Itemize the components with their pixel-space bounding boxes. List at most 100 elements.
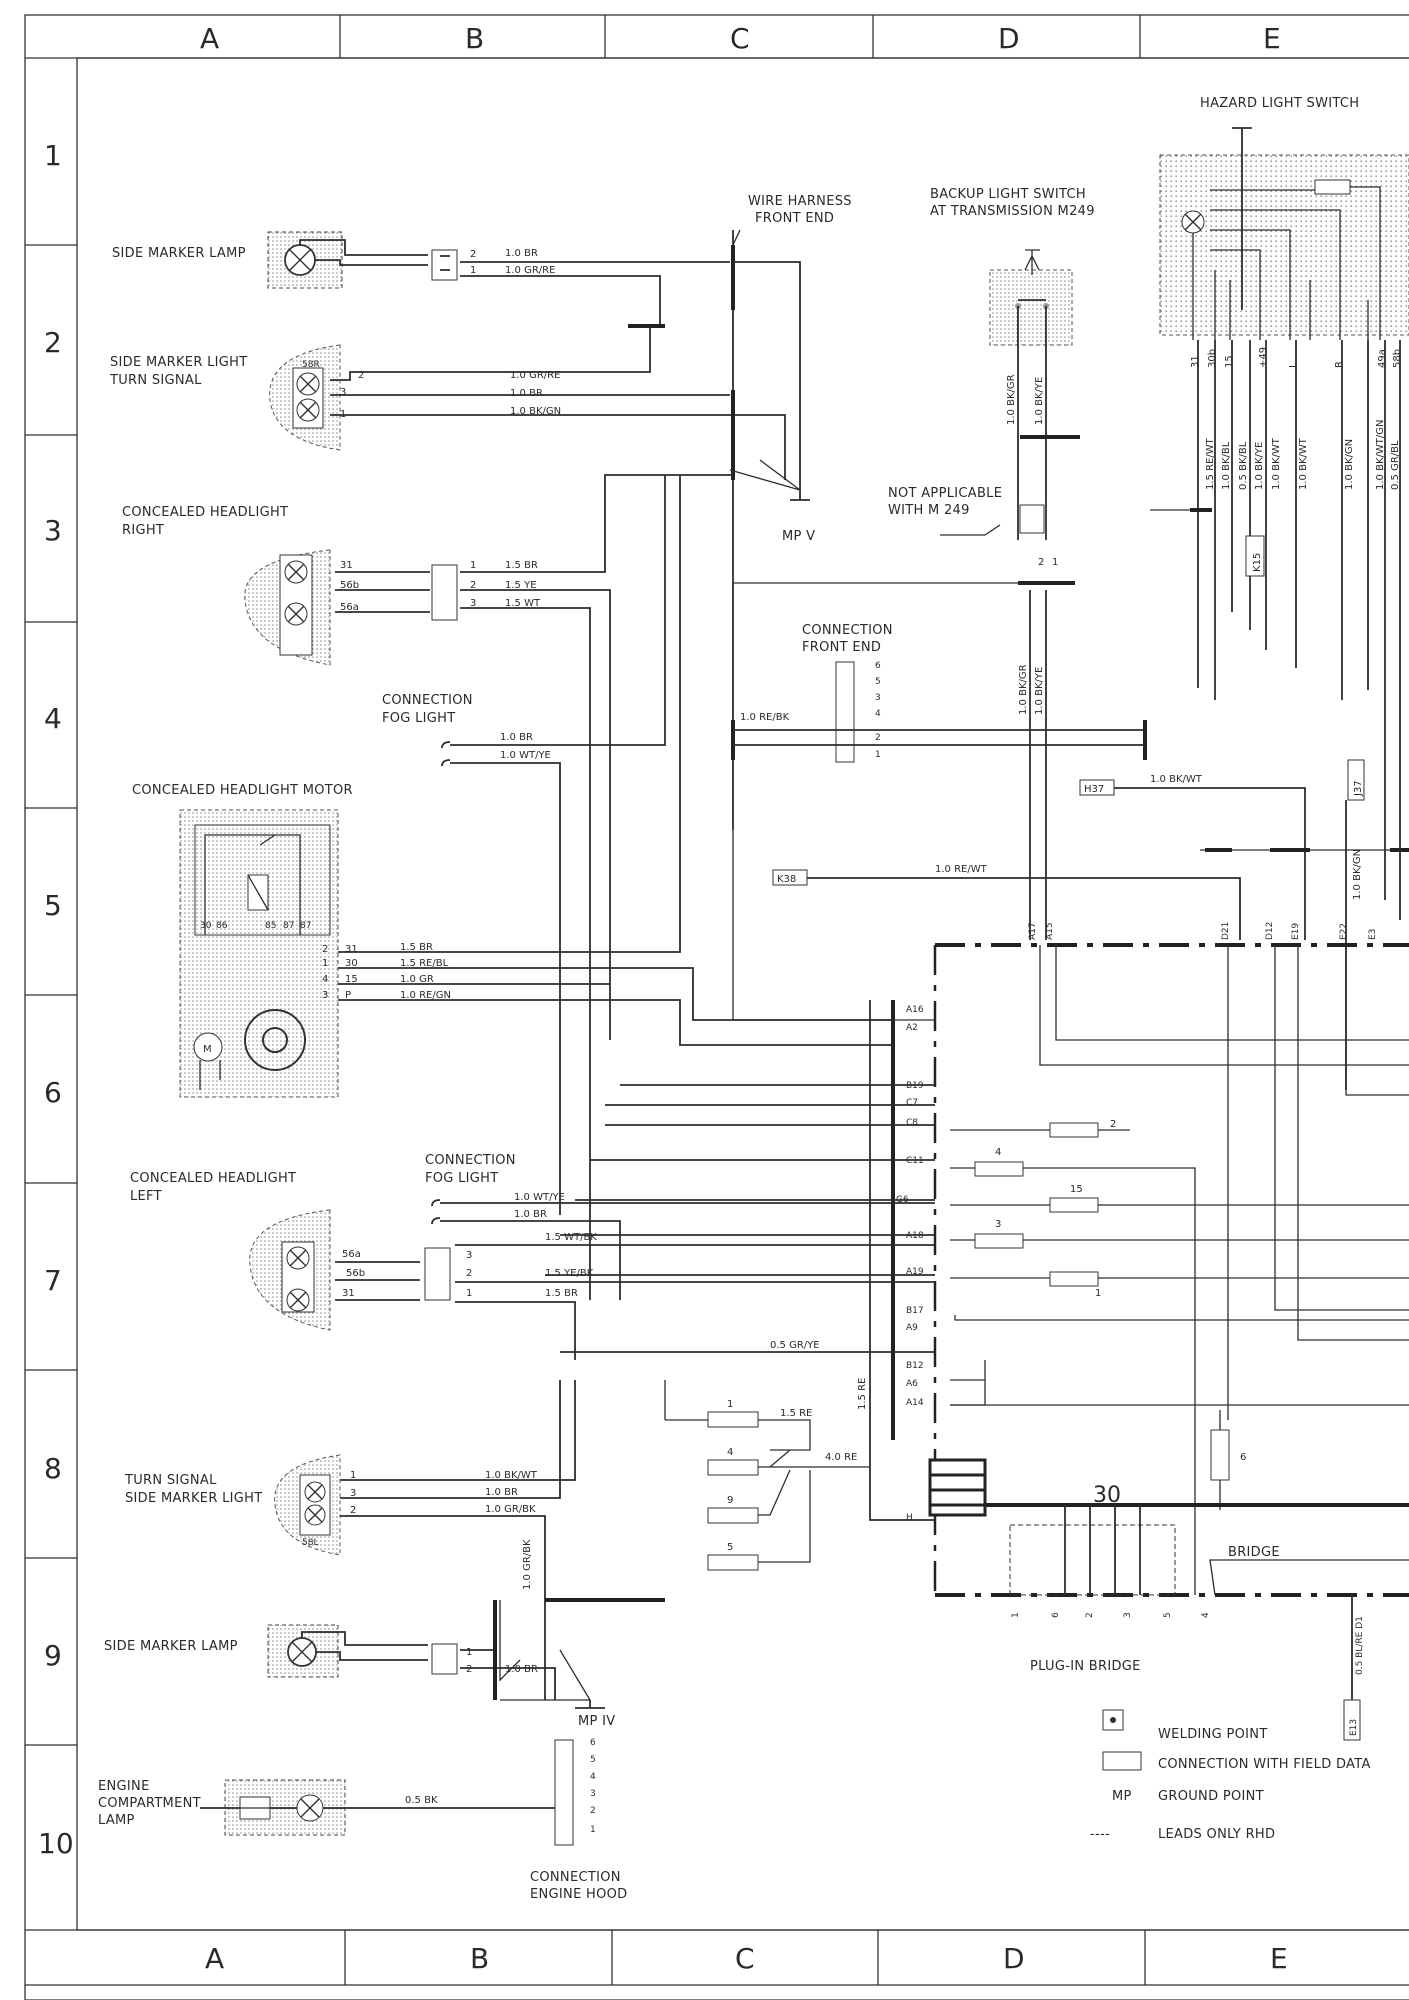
svg-text:M: M	[203, 1044, 212, 1055]
pin-label: 2	[466, 1664, 472, 1675]
wire-label: 1.5 RE/BL	[400, 958, 449, 969]
pin-label: 86	[216, 921, 228, 931]
row-label: 2	[44, 326, 62, 359]
pin-label: E22	[1339, 923, 1349, 940]
central-board-top-pins: A17 A15 D21 D12 E19 E22 E3	[1028, 922, 1378, 940]
wire-label: 1.5 RE/WT	[1205, 437, 1216, 490]
side-marker-lamp-bottom: 1 2 1.0 BR	[267, 1624, 538, 1678]
row-label: 3	[44, 514, 62, 547]
connection-engine-hood: 6 5 4 3 2 1	[554, 1738, 596, 1846]
pin-label: 87	[283, 921, 294, 931]
wire-label: 4.0 RE	[825, 1452, 857, 1463]
hazard-wires: 1.5 RE/WT 1.0 BK/BL 0.5 BK/BL 1.0 BK/YE …	[1150, 340, 1401, 920]
row-label: 5	[44, 889, 62, 922]
wire-label: 1.0 BR	[500, 732, 533, 743]
pin-label: 1	[470, 560, 476, 571]
connection-fog-light-bottom: 1.0 WT/YE 1.0 BR	[431, 1192, 565, 1225]
pin-label: 1	[322, 958, 328, 969]
pin-label: 5	[590, 1755, 596, 1765]
pin-label: 1	[466, 1288, 472, 1299]
wire-label: 1.0 BK/GN	[1352, 849, 1363, 900]
col-label: E	[1263, 22, 1281, 55]
wire-label: 1.0 BR	[505, 248, 538, 259]
pin-label: 31	[342, 1288, 355, 1299]
fuse-number: 9	[727, 1495, 733, 1506]
col-label: C	[730, 22, 750, 55]
pin-label: A9	[906, 1323, 918, 1333]
connector-smr-top: 2 1 1.0 BR 1.0 GR/RE	[431, 248, 555, 281]
legend-connection: CONNECTION WITH FIELD DATA	[1158, 1757, 1371, 1772]
label-connection-hood: CONNECTION	[530, 1870, 621, 1885]
pin-label: A2	[906, 1023, 918, 1033]
wire	[450, 762, 561, 1215]
legend: WELDING POINT CONNECTION WITH FIELD DATA…	[1090, 1709, 1371, 1842]
label-headlight-motor: CONCEALED HEADLIGHT MOTOR	[132, 783, 353, 798]
label-with-m249: WITH M 249	[888, 503, 970, 518]
label-connection-fog-bottom: CONNECTION	[425, 1153, 516, 1168]
pin-label: R	[1334, 361, 1345, 368]
col-label: B	[465, 22, 484, 55]
fuse-stack-left: 1 4 9 5 1.5 RE 4.0 RE 1.5 RE	[664, 1378, 870, 1571]
label-connection-fog: CONNECTION	[382, 693, 473, 708]
wire-label: 1.0 GR/BK	[522, 1539, 533, 1590]
col-label: A	[200, 22, 219, 55]
central-board-left-pins: A16 A2 B19 C7 C8 C11 G6 A18 A19 B17 A9 B…	[896, 1005, 924, 1523]
pin-label: 15	[1224, 355, 1235, 368]
pin-label: 56a	[342, 1249, 361, 1260]
pin-label: 4	[1201, 1612, 1211, 1618]
concealed-headlight-left: 56a 56b 31	[249, 1209, 365, 1331]
wire-1-0-gr-re	[460, 275, 661, 326]
hazard-pins: 31 30b 15 +49 L R 49a 58b	[1190, 347, 1403, 368]
wire-label: 1.5 BR	[505, 560, 538, 571]
pin-label: 3	[322, 990, 328, 1001]
pin-label: A6	[906, 1379, 918, 1389]
pin-label: 3	[470, 598, 476, 609]
pin-label: 15	[345, 974, 358, 985]
fuse-number: 3	[995, 1219, 1001, 1230]
pin-label: 6	[875, 661, 881, 671]
wire-label: 0.5 GR/BL	[1390, 440, 1401, 490]
pin-label: +49	[1258, 347, 1269, 368]
wire-label: 1.0 RE/GN	[400, 990, 451, 1001]
label-mp-v: MP V	[782, 529, 815, 544]
pin-label: 2	[322, 944, 328, 955]
wire	[460, 474, 733, 573]
wire-label: 1.0 RE/WT	[935, 864, 988, 875]
label-headlight-left-side: LEFT	[130, 1189, 162, 1204]
wire-label: 1.0 BR	[505, 1664, 538, 1675]
wire	[455, 1301, 576, 1360]
wire-label: 1.0 BK/YE	[1254, 442, 1265, 490]
label-wire-harness: WIRE HARNESS	[748, 194, 852, 209]
label-lamp: LAMP	[98, 1813, 135, 1828]
wire-label: 1.0 BK/WT	[485, 1470, 538, 1481]
pin-label: 2	[358, 370, 364, 381]
label-turn-signal-bottom: TURN SIGNAL	[124, 1473, 217, 1488]
h37-connector: H37 1.0 BK/WT J37	[1079, 759, 1365, 940]
pin-label: B19	[906, 1081, 924, 1091]
wire-label: 1.5 RE	[857, 1378, 868, 1410]
wire-label: 1.0 BK/GN	[510, 406, 561, 417]
col-label: B	[470, 1942, 489, 1975]
pin-label: 56b	[346, 1268, 365, 1279]
label-plugin-bridge: PLUG-IN BRIDGE	[1030, 1659, 1141, 1674]
legend-mp-symbol: MP	[1112, 1789, 1132, 1804]
pin-label: D21	[1221, 922, 1231, 940]
label-side-marker-lamp: SIDE MARKER LAMP	[112, 246, 246, 261]
label-e13: E13	[1349, 1719, 1359, 1736]
hazard-light-switch	[1159, 127, 1409, 340]
pin-label: 56b	[340, 580, 359, 591]
wire	[460, 1600, 496, 1651]
pin-label: 2	[470, 580, 476, 591]
wire	[330, 326, 651, 381]
wire-label: 1.0 BK/GN	[1344, 439, 1355, 490]
pin-label: 58b	[1392, 349, 1403, 368]
central-board-wires	[545, 830, 1409, 1596]
wire-label: 1.5 YE	[505, 580, 537, 591]
pin-label: 1	[350, 1470, 356, 1481]
pin-label: E3	[1368, 929, 1378, 940]
fuse-number: 5	[727, 1542, 733, 1553]
concealed-headlight-motor: 30 86 85 87 87 M	[179, 809, 339, 1098]
wire-label: 1.0 GR	[400, 974, 434, 985]
pin-label: 2	[466, 1268, 472, 1279]
